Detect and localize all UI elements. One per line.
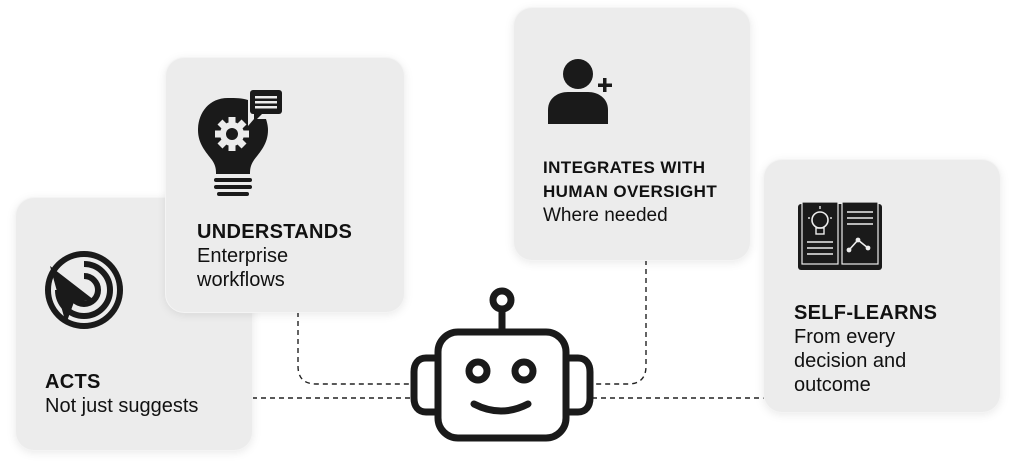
card-subtitle-line: outcome bbox=[794, 374, 871, 396]
card-title: UNDERSTANDS bbox=[197, 221, 353, 243]
connector-understands bbox=[297, 312, 410, 385]
navigation-arrow-icon bbox=[45, 251, 123, 329]
card-understands: UNDERSTANDS Enterprise workflows bbox=[166, 58, 404, 312]
open-book-icon bbox=[798, 201, 882, 270]
card-subtitle: Where needed bbox=[543, 205, 668, 226]
card-selflearns: SELF-LEARNS From every decision and outc… bbox=[764, 160, 1000, 412]
card-title-line: INTEGRATES WITH bbox=[543, 158, 706, 177]
lightbulb-gear-icon bbox=[198, 90, 282, 196]
connector-integrates bbox=[592, 260, 647, 385]
card-title-line: HUMAN OVERSIGHT bbox=[543, 182, 718, 201]
card-subtitle-line: Enterprise bbox=[197, 245, 289, 267]
card-integrates: INTEGRATES WITH HUMAN OVERSIGHT Where ne… bbox=[514, 8, 750, 260]
card-subtitle-line: decision and bbox=[794, 350, 907, 372]
robot-icon bbox=[410, 287, 594, 442]
card-title: SELF-LEARNS bbox=[794, 302, 938, 324]
add-user-icon bbox=[548, 59, 612, 124]
card-subtitle-line: workflows bbox=[197, 269, 285, 291]
card-title: ACTS bbox=[45, 371, 101, 393]
card-subtitle: Not just suggests bbox=[45, 395, 199, 417]
card-subtitle-line: From every bbox=[794, 326, 896, 348]
